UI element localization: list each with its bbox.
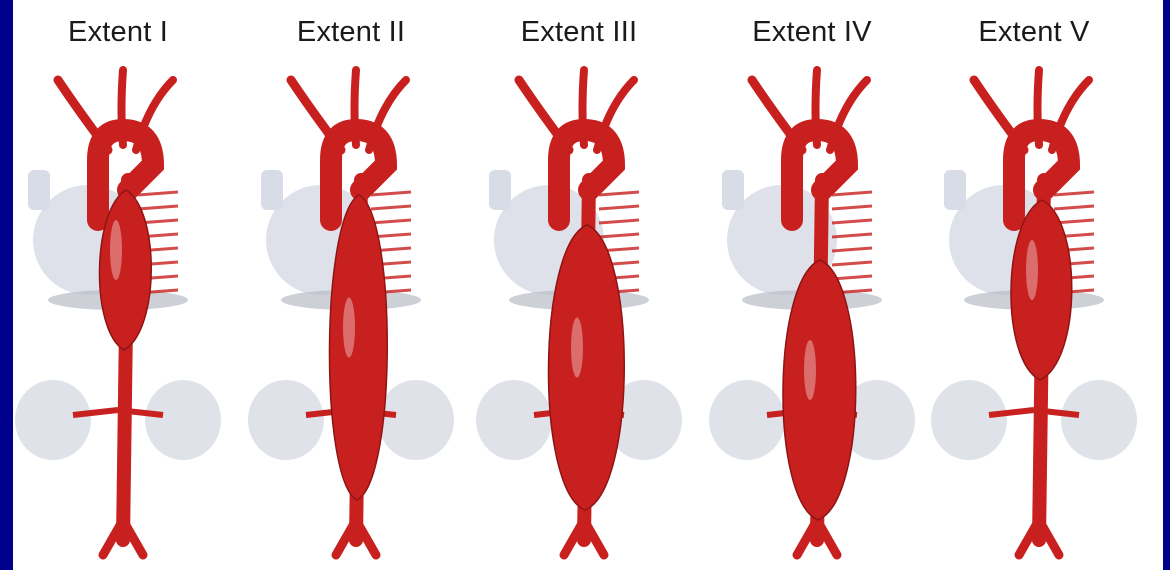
aneurysm-highlight [343,298,355,358]
aorta-illustration [13,0,233,570]
aorta-illustration [236,0,466,570]
heart-vessel [28,170,50,210]
left-kidney [931,380,1007,460]
intercostal-artery [138,206,178,209]
aneurysm-highlight [804,340,816,400]
intercostal-artery [1054,206,1094,209]
intercostal-artery [832,192,872,195]
intercostal-artery [832,206,872,209]
intercostal-artery [599,206,639,209]
aorta-illustration [919,0,1149,570]
right-kidney [145,380,221,460]
extent-panel-3: Extent III [464,0,694,570]
heart-vessel [489,170,511,210]
right-kidney [378,380,454,460]
intercostal-artery [832,262,872,265]
intercostal-artery [599,220,639,223]
aneurysm-segment [329,195,387,500]
heart-vessel [261,170,283,210]
intercostal-artery [832,248,872,251]
aorta-illustration [464,0,694,570]
intercostal-artery [599,234,639,237]
extent-panel-1: Extent I [13,0,233,570]
aorta-illustration [697,0,927,570]
left-kidney [709,380,785,460]
heart-vessel [944,170,966,210]
aneurysm-highlight [1026,240,1038,300]
aneurysm-segment [548,225,624,510]
intercostal-artery [599,192,639,195]
right-kidney [1061,380,1137,460]
left-kidney [476,380,552,460]
intercostal-artery [832,220,872,223]
aneurysm-highlight [571,318,583,378]
extent-panel-5: Extent V [919,0,1149,570]
aneurysm-highlight [110,220,122,280]
extent-panel-2: Extent II [236,0,466,570]
intercostal-artery [371,220,411,223]
intercostal-artery [1054,192,1094,195]
heart-vessel [722,170,744,210]
intercostal-artery [138,192,178,195]
extent-panel-4: Extent IV [697,0,927,570]
intercostal-artery [371,192,411,195]
left-kidney [15,380,91,460]
left-kidney [248,380,324,460]
intercostal-artery [832,234,872,237]
intercostal-artery [371,206,411,209]
